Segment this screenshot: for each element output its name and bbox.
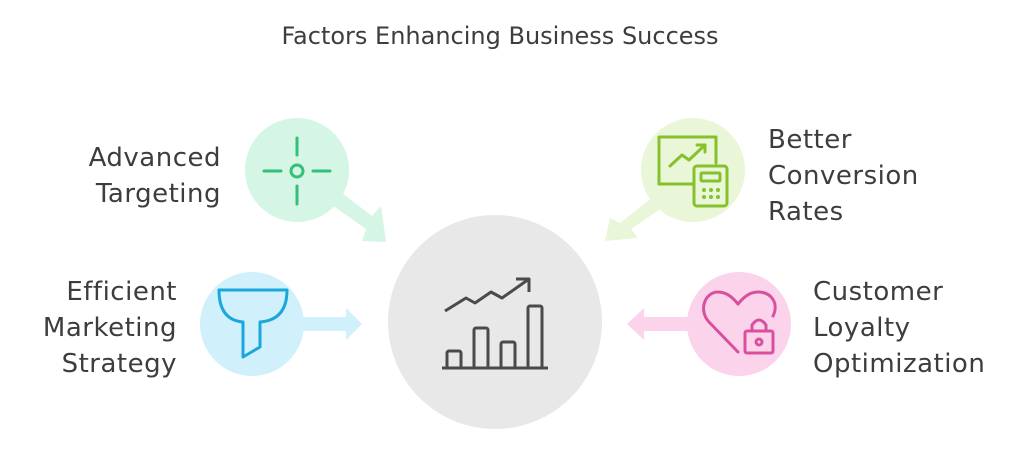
label-advanced-targeting: Advanced Targeting <box>89 140 221 212</box>
label-customer-loyalty-optimization: Customer Loyalty Optimization <box>813 274 985 382</box>
label-line: Optimization <box>813 349 986 379</box>
heart-lock-icon <box>702 290 777 355</box>
label-efficient-marketing-strategy: Efficient Marketing Strategy <box>43 274 177 382</box>
label-line: Customer <box>813 277 944 307</box>
diagram-title: Factors Enhancing Business Success <box>281 22 719 50</box>
label-line: Marketing <box>42 313 177 343</box>
label-line: Conversion <box>768 161 919 191</box>
growth-chart-icon <box>442 277 548 370</box>
crosshair-icon <box>262 136 332 206</box>
label-line: Efficient <box>66 277 177 307</box>
label-line: Better <box>768 125 852 155</box>
arrow-targeting <box>332 193 386 242</box>
label-line: Advanced <box>88 143 221 173</box>
arrow-conversion <box>605 197 662 241</box>
marketing-circle <box>200 272 304 376</box>
chart-calculator-icon <box>657 135 729 208</box>
label-line: Targeting <box>95 179 221 209</box>
arrow-loyalty <box>627 308 690 340</box>
arrow-marketing <box>300 308 362 340</box>
loyalty-circle <box>687 272 791 376</box>
label-line: Strategy <box>61 349 177 379</box>
label-line: Rates <box>768 197 844 227</box>
funnel-icon <box>217 288 289 359</box>
targeting-circle <box>245 118 349 222</box>
center-circle <box>388 215 602 429</box>
label-better-conversion-rates: Better Conversion Rates <box>768 122 919 230</box>
label-line: Loyalty <box>813 313 911 343</box>
